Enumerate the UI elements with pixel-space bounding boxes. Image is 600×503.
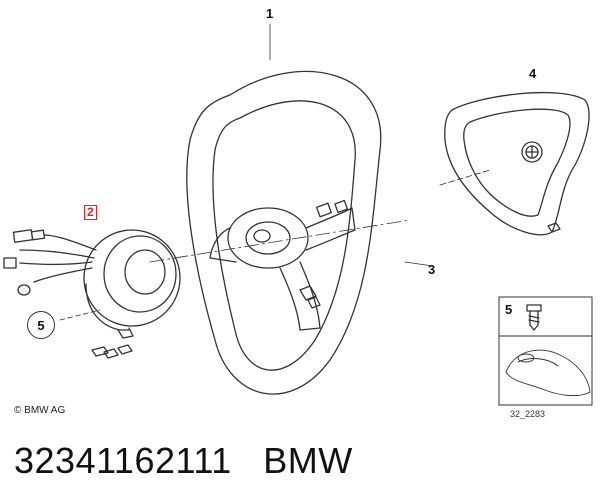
wheel-hub [227, 207, 309, 269]
spoke-left [209, 227, 237, 263]
callout-screw-circled: 5 [27, 311, 55, 339]
wire-3 [33, 267, 93, 283]
callout-steering-wheel: 1 [266, 6, 274, 21]
brand-name: BMW [263, 440, 353, 481]
inset-screw [526, 304, 542, 312]
callout-airbag-module: 4 [529, 66, 537, 81]
contact-unit [83, 229, 181, 327]
parts-diagram: 1 2 3 4 5 5 © BMW AG 32_2283 [3, 6, 593, 419]
steering-wheel-rim [186, 70, 382, 395]
spoke-bottom [279, 261, 321, 331]
callout-contact-unit: 2 [84, 205, 97, 220]
callout-handle-pieces: 3 [428, 262, 436, 277]
exploded-view-drawing [3, 23, 593, 406]
airbag-module [444, 91, 590, 236]
inset-car [505, 349, 591, 397]
callout-inset-screw: 5 [505, 302, 513, 317]
drawing-reference: 32_2283 [510, 409, 546, 419]
wire-4 [19, 261, 93, 266]
wire-2 [19, 249, 95, 259]
copyright-notice: © BMW AG [14, 405, 66, 416]
wire-1 [43, 234, 97, 251]
spoke-right [305, 207, 356, 251]
steering-wheel-rim-inner [212, 100, 356, 371]
part-number: 32341162111 [14, 440, 232, 481]
inset-frame [498, 296, 593, 406]
part-caption: 32341162111 BMW [14, 440, 353, 482]
